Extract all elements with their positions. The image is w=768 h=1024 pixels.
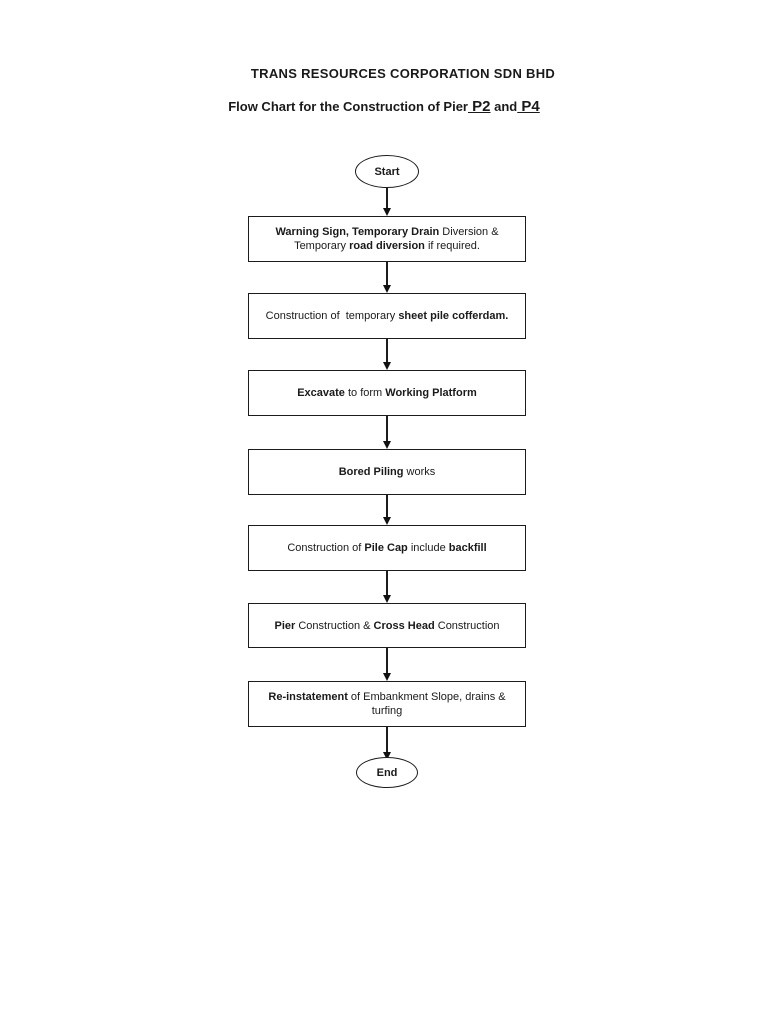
start-label: Start xyxy=(374,165,400,178)
flow-arrow xyxy=(386,495,388,517)
flow-arrow xyxy=(386,262,388,285)
flow-arrow xyxy=(386,339,388,362)
subtitle-segment: P4 xyxy=(517,98,540,115)
step-text-line: Construction of temporary sheet pile cof… xyxy=(265,310,509,322)
process-box-pier-cross-head: Pier Construction & Cross Head Construct… xyxy=(248,603,526,648)
step-text-line: Re-instatement of Embankment Slope, drai… xyxy=(268,691,506,703)
process-box-cofferdam: Construction of temporary sheet pile cof… xyxy=(248,293,526,339)
process-box-text: Warning Sign, Temporary Drain Diversion … xyxy=(275,225,498,253)
process-box-text: Pier Construction & Cross Head Construct… xyxy=(274,619,499,633)
process-box-reinstatement: Re-instatement of Embankment Slope, drai… xyxy=(248,681,526,727)
process-box-bored-piling: Bored Piling works xyxy=(248,449,526,495)
process-box-warning-sign: Warning Sign, Temporary Drain Diversion … xyxy=(248,216,526,262)
start-terminator: Start xyxy=(355,155,419,188)
step-text-line: Excavate to form Working Platform xyxy=(297,387,477,399)
end-label: End xyxy=(376,766,398,779)
flow-arrow xyxy=(386,188,388,208)
process-box-text: Construction of temporary sheet pile cof… xyxy=(266,309,509,323)
subtitle-segment: Flow Chart for the Construction of Pier xyxy=(228,99,468,114)
flow-arrow xyxy=(386,648,388,673)
subtitle-segment: P2 xyxy=(468,98,491,115)
process-box-text: Excavate to form Working Platform xyxy=(297,386,477,400)
subtitle-segment: and xyxy=(490,99,518,114)
step-text-line: Pier Construction & Cross Head Construct… xyxy=(274,619,500,632)
flow-arrow xyxy=(386,727,388,752)
step-text-line: Warning Sign, Temporary Drain Diversion … xyxy=(275,226,499,238)
document-title: TRANS RESOURCES CORPORATION SDN BHD xyxy=(250,66,556,81)
process-box-text: Re-instatement of Embankment Slope, drai… xyxy=(268,690,505,718)
flow-arrow xyxy=(386,416,388,441)
step-text-line: Construction of Pile Cap include backfil… xyxy=(287,542,487,554)
step-text-line: Temporary road diversion if required. xyxy=(294,240,480,252)
process-box-text: Bored Piling works xyxy=(339,465,436,479)
end-terminator: End xyxy=(356,757,418,788)
process-box-text: Construction of Pile Cap include backfil… xyxy=(287,541,486,555)
process-box-excavate: Excavate to form Working Platform xyxy=(248,370,526,416)
step-text-line: Bored Piling works xyxy=(338,466,436,478)
document-subtitle: Flow Chart for the Construction of Pier … xyxy=(0,98,768,115)
process-box-pile-cap: Construction of Pile Cap include backfil… xyxy=(248,525,526,571)
step-text-line: turfing xyxy=(371,705,403,717)
flow-arrow xyxy=(386,571,388,595)
